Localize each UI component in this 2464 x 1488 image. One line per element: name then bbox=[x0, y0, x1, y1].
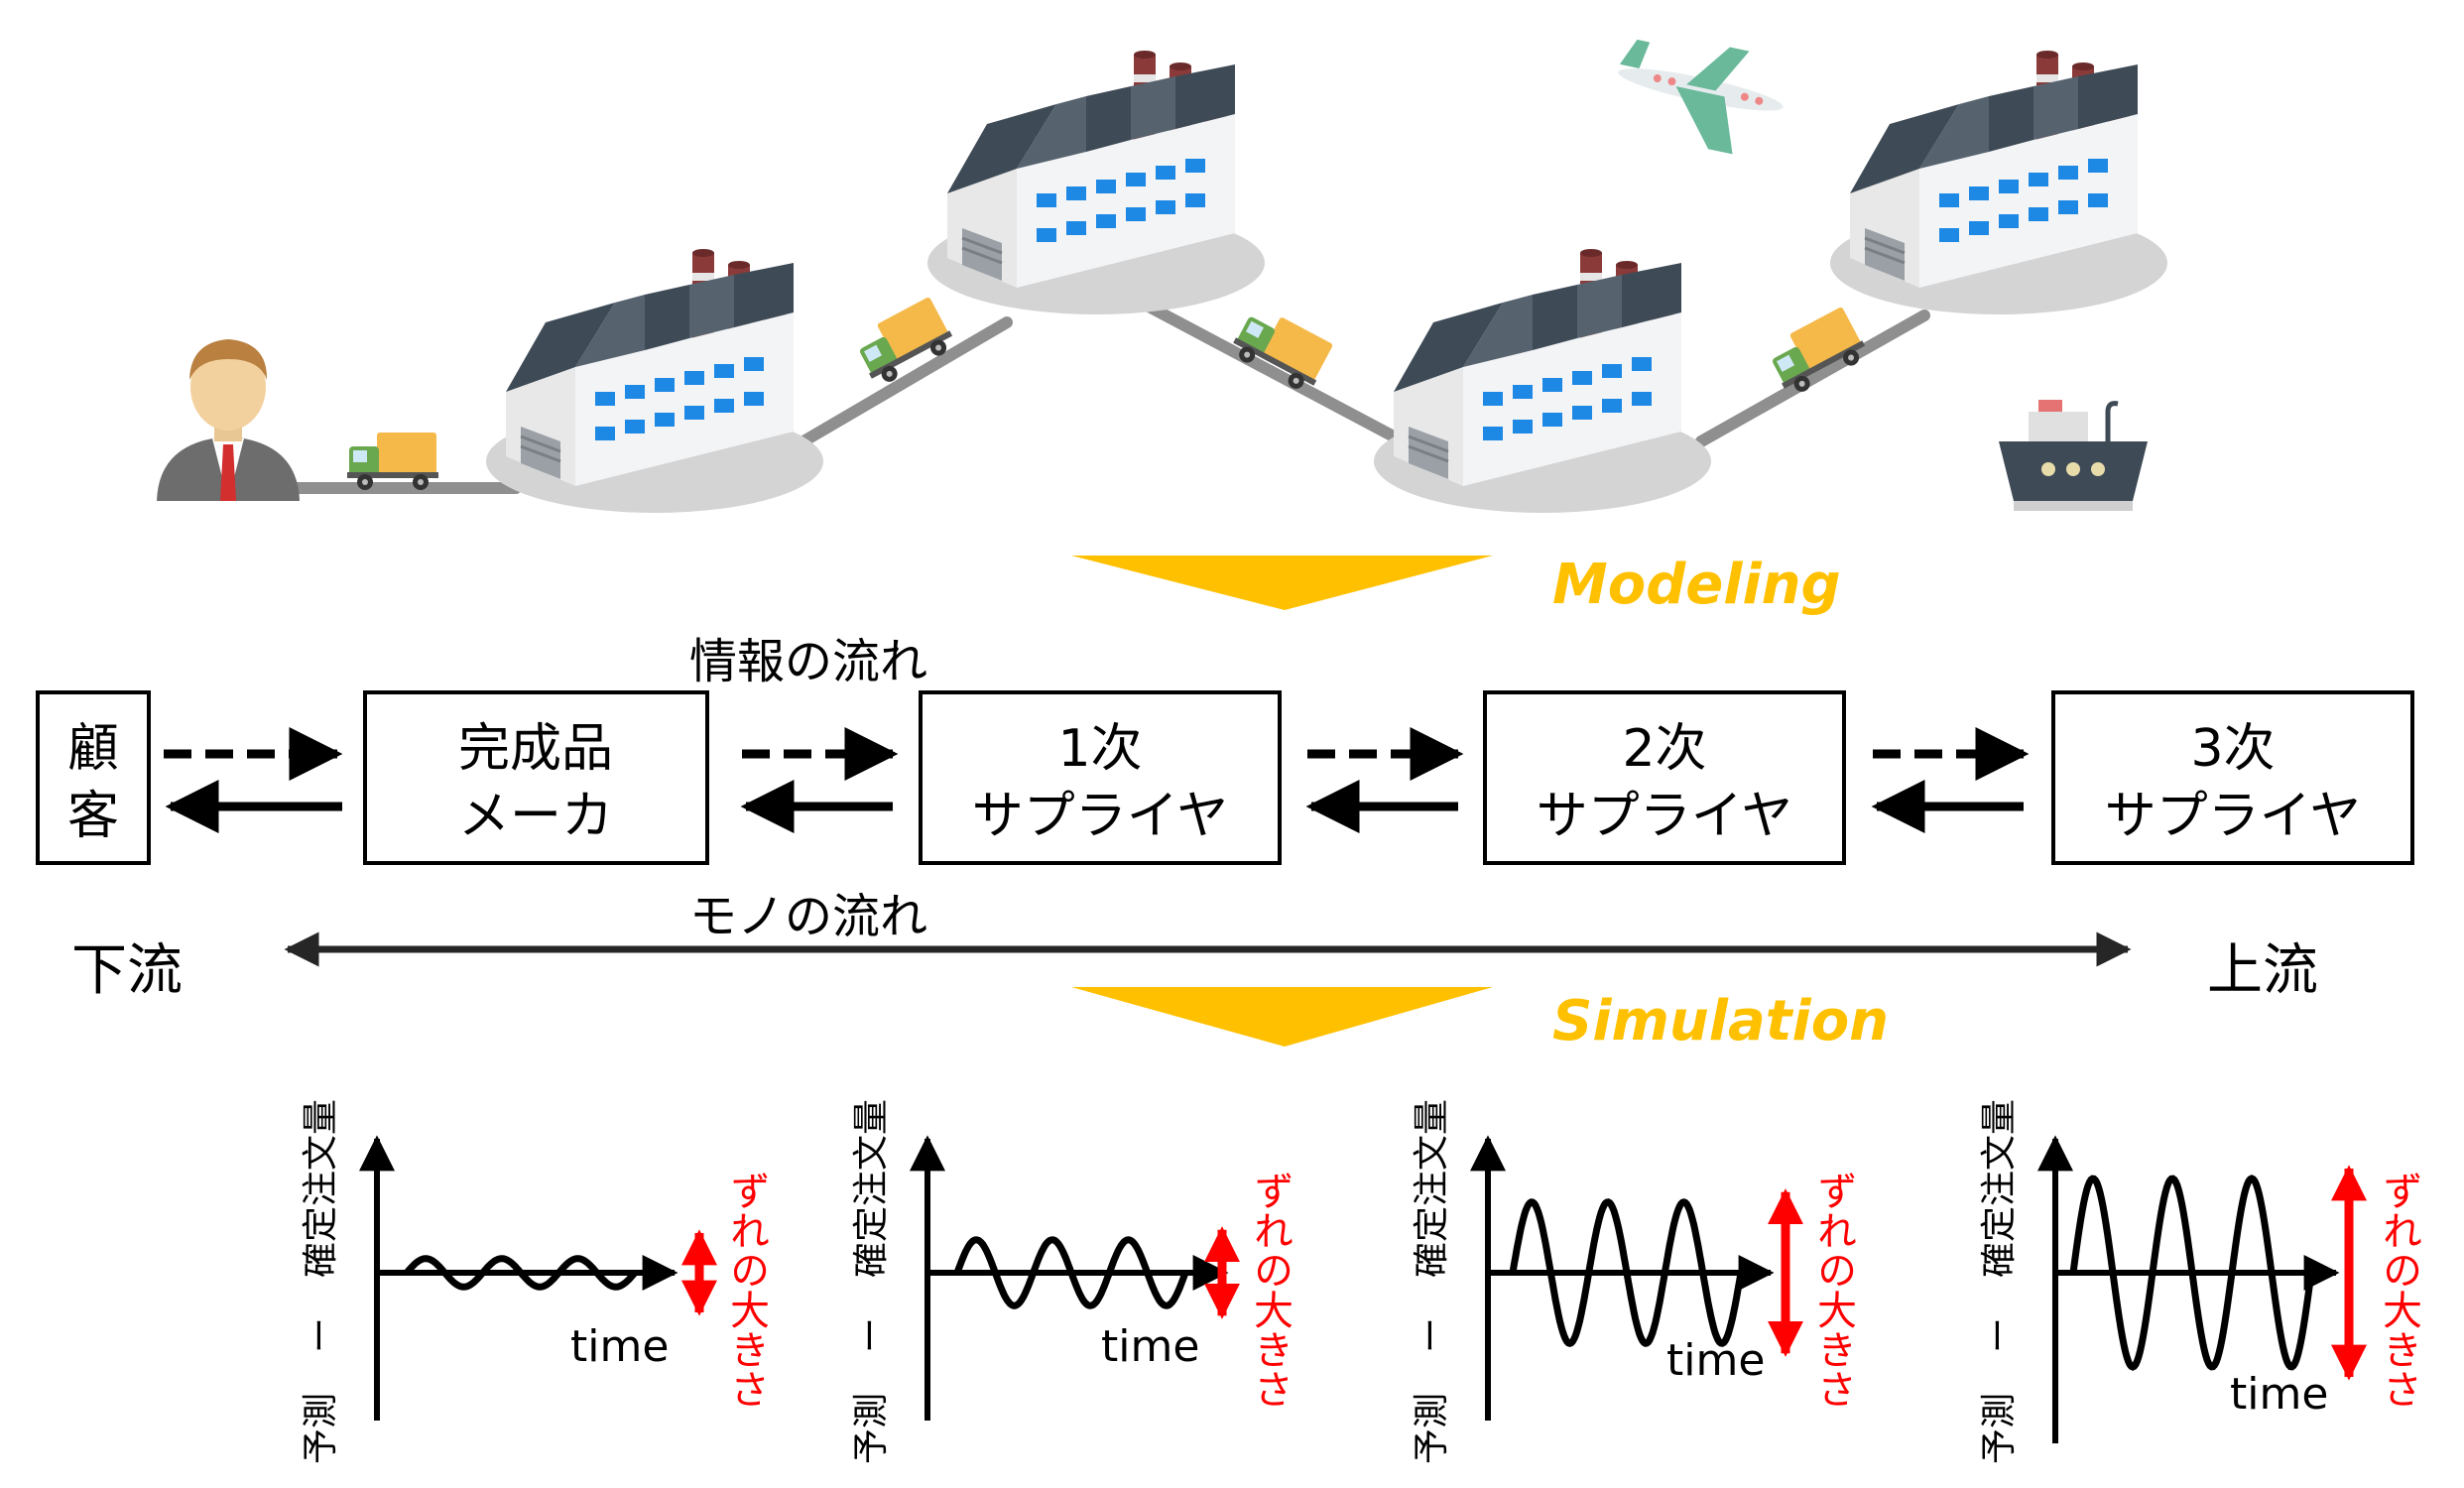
deviation-charts: ずれの大きさtime予測ー確定注文量ずれの大きさtime予測ー確定注文量ずれの大… bbox=[301, 1099, 2421, 1464]
upstream-label: 上流 bbox=[2207, 938, 2318, 1003]
y-axis-label: 予測ー確定注文量 bbox=[1979, 1099, 2020, 1464]
factory-icon bbox=[484, 247, 825, 515]
order-deviation-wave bbox=[1509, 1198, 1745, 1348]
deviation-label: ずれの大きさ bbox=[1247, 1171, 1293, 1409]
svg-text:サプライヤ: サプライヤ bbox=[2105, 787, 2361, 846]
info-flow-label: 情報の流れ bbox=[689, 634, 927, 689]
y-axis-label: 予測ー確定注文量 bbox=[851, 1099, 892, 1464]
deviation-label: ずれの大きさ bbox=[2376, 1171, 2421, 1409]
deviation-chart-panel: ずれの大きさ time 予測ー確定注文量 bbox=[1979, 1099, 2421, 1464]
ship-icon bbox=[1999, 400, 2148, 511]
downstream-label: 下流 bbox=[71, 938, 183, 1003]
flow-box-tier2-supplier: 2次 サプライヤ bbox=[1483, 690, 1846, 865]
x-axis-label: time bbox=[2230, 1369, 2328, 1420]
order-deviation-wave bbox=[2069, 1175, 2315, 1371]
deviation-chart-panel: ずれの大きさ time 予測ー確定注文量 bbox=[851, 1099, 1293, 1464]
modeling-label: Modeling bbox=[1552, 553, 1841, 617]
flow-box-customer: 顧 客 bbox=[36, 690, 151, 865]
x-axis-label: time bbox=[1666, 1335, 1765, 1386]
factory-icon bbox=[1828, 49, 2169, 316]
truck-icon bbox=[850, 295, 958, 390]
order-deviation-wave bbox=[953, 1236, 1189, 1309]
factory-icon bbox=[1372, 247, 1713, 515]
order-deviation-wave bbox=[404, 1255, 638, 1291]
svg-text:完成品: 完成品 bbox=[458, 719, 613, 779]
customer-person-icon bbox=[157, 339, 300, 501]
y-axis-label: 予測ー確定注文量 bbox=[301, 1099, 341, 1464]
x-axis-label: time bbox=[1101, 1321, 1199, 1372]
deviation-chart-panel: ずれの大きさ time 予測ー確定注文量 bbox=[1412, 1099, 1856, 1464]
flow-box-tier3-supplier: 3次 サプライヤ bbox=[2051, 690, 2414, 865]
deviation-chart-panel: ずれの大きさ time 予測ー確定注文量 bbox=[301, 1099, 769, 1464]
road bbox=[272, 302, 1930, 494]
deviation-label: ずれの大きさ bbox=[1810, 1171, 1856, 1409]
y-axis-label: 予測ー確定注文量 bbox=[1412, 1099, 1452, 1464]
svg-text:客: 客 bbox=[67, 787, 119, 846]
truck-icon bbox=[1763, 305, 1871, 400]
flow-box-tier1-supplier: 1次 サプライヤ bbox=[919, 690, 1282, 865]
svg-text:3次: 3次 bbox=[2190, 719, 2275, 779]
truck-icon bbox=[347, 433, 438, 490]
modeling-arrow bbox=[1071, 556, 1493, 610]
x-axis-label: time bbox=[570, 1321, 669, 1372]
simulation-arrow bbox=[1071, 987, 1493, 1047]
svg-text:サプライヤ: サプライヤ bbox=[1537, 787, 1792, 846]
supply-chain-illustration bbox=[157, 39, 2169, 515]
svg-text:1次: 1次 bbox=[1057, 719, 1142, 779]
svg-text:2次: 2次 bbox=[1622, 719, 1706, 779]
deviation-label: ずれの大きさ bbox=[723, 1171, 769, 1409]
svg-text:顧: 顧 bbox=[67, 719, 119, 779]
svg-text:メーカ: メーカ bbox=[458, 787, 613, 846]
goods-flow-label: モノの流れ bbox=[689, 889, 927, 944]
svg-text:サプライヤ: サプライヤ bbox=[972, 787, 1228, 846]
simulation-label: Simulation bbox=[1552, 989, 1889, 1054]
airplane-icon bbox=[1618, 39, 1784, 155]
flow-box-manufacturer: 完成品 メーカ bbox=[363, 690, 709, 865]
factory-icon bbox=[925, 49, 1267, 316]
